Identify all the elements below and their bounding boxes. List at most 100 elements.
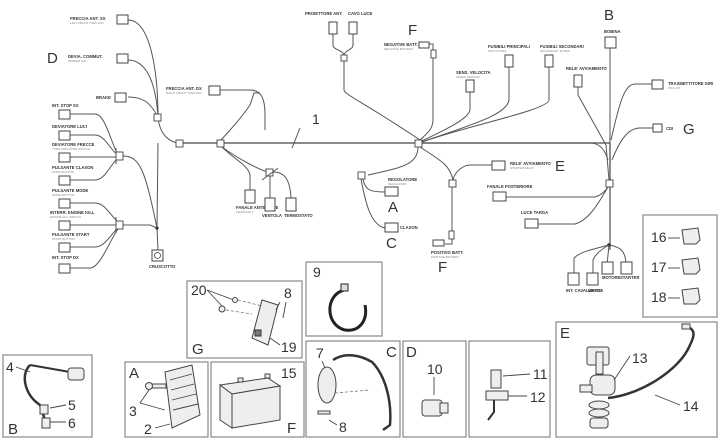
- svg-text:DEVIA. COMMUT.: DEVIA. COMMUT.: [68, 54, 103, 59]
- section-letter-c: C: [386, 235, 397, 252]
- svg-text:7: 7: [316, 345, 324, 361]
- connector-fan[interactable]: [264, 197, 276, 212]
- connector-thermostat[interactable]: [285, 197, 297, 212]
- connector-ground[interactable]: [586, 272, 599, 286]
- harness-number: 1: [312, 111, 320, 127]
- section-letter-d: D: [47, 50, 58, 67]
- connector-starter-relay[interactable]: [491, 160, 506, 171]
- connector-mode-button[interactable]: [58, 198, 71, 209]
- svg-text:5: 5: [68, 397, 76, 413]
- center-left-branch: FRECCIA ANT. DX RIGHT FRONT TURN IND. FA…: [166, 85, 313, 218]
- panel-letter-b: B: [8, 421, 18, 438]
- connector-left-stop-switch[interactable]: [58, 109, 71, 120]
- svg-text:NEGATIVE BATT.: NEGATIVE BATT.: [384, 42, 418, 47]
- connector-headlight[interactable]: [244, 189, 256, 204]
- panel-fuses[interactable]: 16 17 18: [642, 214, 718, 318]
- svg-text:SPEED SENSOR: SPEED SENSOR: [456, 75, 481, 79]
- svg-text:FUSIBILI SECONDARI: FUSIBILI SECONDARI: [540, 44, 584, 49]
- panel-letter-e: E: [560, 325, 570, 342]
- svg-text:19: 19: [281, 339, 297, 355]
- svg-text:PULSANTE CLAXON: PULSANTE CLAXON: [52, 165, 93, 170]
- panel-regulator[interactable]: A 3 2: [124, 361, 209, 438]
- connector-right-stop-switch[interactable]: [58, 263, 71, 274]
- panel-clamp[interactable]: 9: [305, 261, 383, 337]
- connector-negative-battery[interactable]: [418, 41, 430, 49]
- junction-node: [430, 49, 437, 59]
- svg-text:14: 14: [683, 398, 699, 414]
- connector-pickup[interactable]: [651, 79, 664, 90]
- svg-text:FANALE POSTERIORE: FANALE POSTERIORE: [487, 184, 533, 189]
- svg-text:BOBINA: BOBINA: [604, 29, 621, 34]
- connector-secondary-fuses[interactable]: [544, 54, 554, 68]
- junction-node: [448, 230, 455, 240]
- connector-cdi[interactable]: [652, 123, 663, 133]
- connector-stand-switch[interactable]: [567, 272, 580, 286]
- connector-front-left-indicator[interactable]: [116, 14, 129, 25]
- left-branch: FRECCIA ANT. SX LEFT FRONT TURN IND. DEV…: [47, 14, 181, 274]
- dashboard-icon: [154, 252, 161, 259]
- section-letter-g: G: [683, 121, 695, 138]
- top-center-branch: PROIETTORE ANT. CAVO LUCE F NEGATIVE BAT…: [305, 11, 584, 148]
- connector-horn-button[interactable]: [58, 175, 71, 186]
- connector-front-light-2[interactable]: [348, 21, 358, 35]
- panel-battery[interactable]: 15 F: [210, 361, 305, 438]
- svg-text:RELE' AVVIAMENTO: RELE' AVVIAMENTO: [566, 66, 607, 71]
- connector-regulator[interactable]: [384, 186, 399, 197]
- connector-engine[interactable]: [601, 261, 614, 275]
- svg-text:SECONDARY FUSES: SECONDARY FUSES: [540, 49, 570, 53]
- connector-front-light-1[interactable]: [328, 21, 338, 35]
- connector-starter-relay-top[interactable]: [573, 74, 583, 88]
- connector-main-fuses[interactable]: [504, 54, 514, 68]
- panel-starter-relay[interactable]: 11 12: [468, 340, 551, 438]
- connector-speed-sensor[interactable]: [465, 79, 475, 93]
- svg-text:12: 12: [530, 389, 546, 405]
- section-letter-e: E: [555, 158, 565, 175]
- connector-plate-light[interactable]: [524, 218, 539, 229]
- svg-text:DIMMER SW.: DIMMER SW.: [68, 59, 87, 63]
- svg-text:MODE BUTTON: MODE BUTTON: [52, 193, 74, 197]
- connector-front-right-indicator[interactable]: [208, 85, 221, 96]
- svg-text:BRAKE: BRAKE: [96, 95, 111, 100]
- connector-brake[interactable]: [114, 92, 127, 103]
- panel-pickup[interactable]: D 10: [402, 340, 467, 438]
- connector-starter[interactable]: [620, 261, 633, 275]
- svg-text:MASSA: MASSA: [588, 288, 603, 293]
- svg-text:MAIN FUSES: MAIN FUSES: [488, 49, 506, 53]
- connector-light-switch[interactable]: [58, 130, 71, 141]
- svg-text:PULSANTE MODE: PULSANTE MODE: [52, 188, 89, 193]
- svg-text:START BUTTON: START BUTTON: [52, 237, 75, 241]
- connector-horn[interactable]: [384, 222, 399, 233]
- connector-positive-battery[interactable]: [432, 239, 445, 247]
- svg-text:17: 17: [651, 259, 667, 275]
- svg-text:TRASMETTITORE GIRI: TRASMETTITORE GIRI: [668, 81, 713, 86]
- connector-dimmer-switch[interactable]: [116, 53, 129, 64]
- section-letter-b-top: B: [604, 7, 614, 24]
- svg-text:RIGHT FRONT TURN IND.: RIGHT FRONT TURN IND.: [166, 91, 203, 95]
- harness-leader: [291, 127, 301, 149]
- connector-taillight[interactable]: [492, 191, 507, 202]
- svg-text:TERMOSTATO: TERMOSTATO: [284, 213, 313, 218]
- panel-letter-c: C: [386, 344, 397, 361]
- connector-dashboard[interactable]: [151, 249, 164, 262]
- svg-text:4: 4: [6, 359, 14, 375]
- connector-turn-switch[interactable]: [58, 152, 71, 163]
- connector-coil[interactable]: [604, 36, 617, 49]
- junction-node: [216, 139, 225, 148]
- junction-node: [340, 54, 348, 62]
- svg-text:DEVIATORE LUCI: DEVIATORE LUCI: [52, 124, 87, 129]
- svg-text:REGULATOR: REGULATOR: [388, 182, 407, 186]
- connector-start-button[interactable]: [58, 242, 71, 253]
- regulator-icon: [164, 364, 201, 429]
- panel-cdi[interactable]: 20 8 19 G: [186, 280, 303, 359]
- panel-letter-g: G: [192, 341, 204, 358]
- panel-horn[interactable]: 7 8 C: [305, 340, 401, 438]
- switch-cluster-node-1: [115, 151, 124, 161]
- connector-engine-kill[interactable]: [58, 220, 71, 231]
- junction-node: [153, 113, 162, 122]
- svg-text:ENGINE KILL SWITCH: ENGINE KILL SWITCH: [50, 215, 81, 219]
- panel-ignition-switch[interactable]: E 13 14: [555, 321, 718, 438]
- panel-ht-coil[interactable]: 4 5 6 B: [2, 354, 93, 438]
- svg-text:11: 11: [533, 366, 548, 382]
- svg-text:CLAXON: CLAXON: [400, 225, 418, 230]
